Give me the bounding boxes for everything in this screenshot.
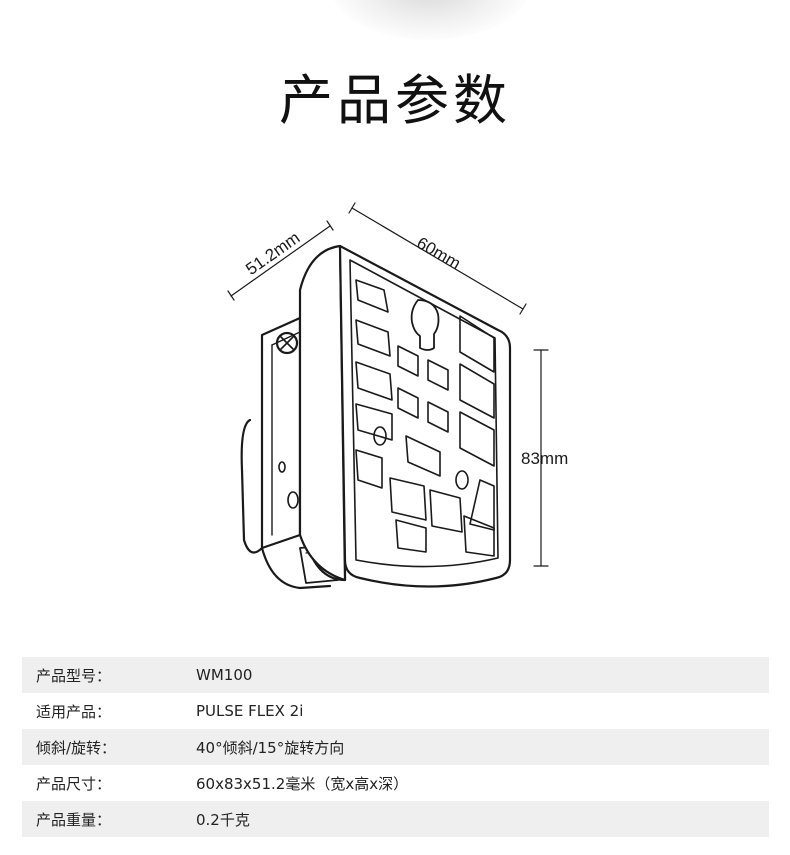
dimension-depth <box>227 220 334 301</box>
dimension-width <box>348 202 527 315</box>
mounting-plate <box>338 244 512 588</box>
spec-value: WM100 <box>196 666 253 684</box>
spec-value: PULSE FLEX 2i <box>196 702 304 720</box>
plate-side <box>298 244 347 582</box>
spec-row-weight: 产品重量： 0.2千克 <box>22 801 769 837</box>
dimension-height-label: 83mm <box>521 449 568 468</box>
spec-value: 40°倾斜/15°旋转方向 <box>196 738 345 757</box>
spec-row-dimensions: 产品尺寸： 60x83x51.2毫米（宽x高x深） <box>22 765 769 801</box>
dimension-width-label: 60mm <box>414 233 464 273</box>
spec-row-compatible: 适用产品： PULSE FLEX 2i <box>22 693 769 729</box>
spec-label: 产品尺寸： <box>36 774 112 793</box>
spec-label: 产品重量： <box>36 810 112 829</box>
dimension-depth-label: 51.2mm <box>242 228 303 279</box>
dimension-height <box>533 349 549 567</box>
spec-label: 适用产品： <box>36 702 112 721</box>
spec-label: 产品型号： <box>36 666 112 685</box>
spec-table: 产品型号： WM100 适用产品： PULSE FLEX 2i 倾斜/旋转： 4… <box>22 657 769 837</box>
spec-value: 60x83x51.2毫米（宽x高x深） <box>196 774 409 793</box>
product-line-drawing: 51.2mm 60mm 83mm <box>227 202 568 590</box>
spec-row-model: 产品型号： WM100 <box>22 657 769 693</box>
page-title: 产品参数 <box>279 69 511 132</box>
spec-value: 0.2千克 <box>196 810 250 829</box>
spec-row-tilt-rotate: 倾斜/旋转： 40°倾斜/15°旋转方向 <box>22 729 769 765</box>
spec-label: 倾斜/旋转： <box>36 738 117 757</box>
top-shadow-decoration <box>330 0 530 40</box>
